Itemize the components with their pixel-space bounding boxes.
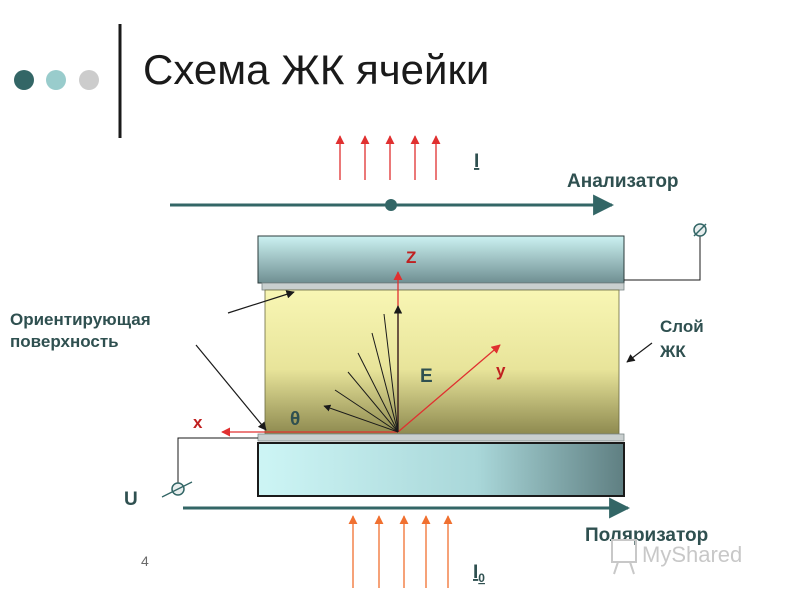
director-line — [383, 313, 399, 433]
orient-pointer-top — [227, 290, 295, 314]
bottom-contact-slash — [161, 481, 193, 498]
label-orient-line1: Ориентирующая — [10, 310, 151, 329]
output-light-arrows — [335, 135, 441, 180]
title-bullet-grey — [79, 70, 99, 90]
director-line — [334, 389, 399, 433]
title-bullet-light — [46, 70, 66, 90]
label-orient-line2: поверхность — [10, 332, 119, 351]
lc-layer — [264, 289, 620, 435]
label-axis-y: y — [496, 361, 506, 380]
analyzer-pivot — [385, 199, 397, 211]
page-number: 4 — [141, 553, 149, 569]
label-axis-z: Z — [406, 248, 416, 267]
director-line — [357, 352, 399, 433]
watermark-icon-leg — [613, 561, 619, 575]
label-lc-line2: ЖК — [659, 342, 686, 361]
top-contact-slash — [693, 223, 707, 237]
top-glass-plate — [257, 235, 625, 284]
label-axis-x: x — [193, 413, 203, 432]
y-axis — [397, 344, 501, 433]
label-analyzer: Анализатор — [567, 171, 679, 192]
director-line — [323, 404, 399, 433]
label-intensity-out: I — [474, 151, 479, 172]
label-field: E — [420, 366, 433, 387]
label-lc-line1: Слой — [660, 317, 704, 336]
label-angle: θ — [290, 409, 300, 430]
title-bullet-dark — [14, 70, 34, 90]
watermark-icon-leg — [629, 561, 635, 575]
lc-pointer — [626, 342, 653, 363]
input-light-arrows — [348, 515, 453, 588]
top-wire — [624, 232, 701, 281]
director-fan — [323, 313, 399, 433]
bottom-glass-plate — [257, 442, 625, 497]
label-intensity-in-sub: 0 — [478, 571, 485, 585]
director-line — [371, 332, 399, 433]
top-electrode — [261, 282, 625, 291]
label-intensity-in: I0 — [473, 562, 485, 585]
bottom-electrode — [257, 433, 625, 442]
title-bullets — [14, 70, 99, 90]
watermark-icon — [611, 539, 637, 563]
watermark: MyShared — [611, 539, 742, 575]
page-title: Схема ЖК ячейки — [143, 46, 489, 93]
bottom-wire — [177, 437, 258, 487]
watermark-text: MyShared — [642, 542, 742, 567]
label-intensity-in-main: I — [473, 562, 478, 583]
director-line — [347, 371, 399, 433]
label-voltage: U — [124, 489, 138, 510]
orient-pointer-bottom — [195, 344, 267, 431]
